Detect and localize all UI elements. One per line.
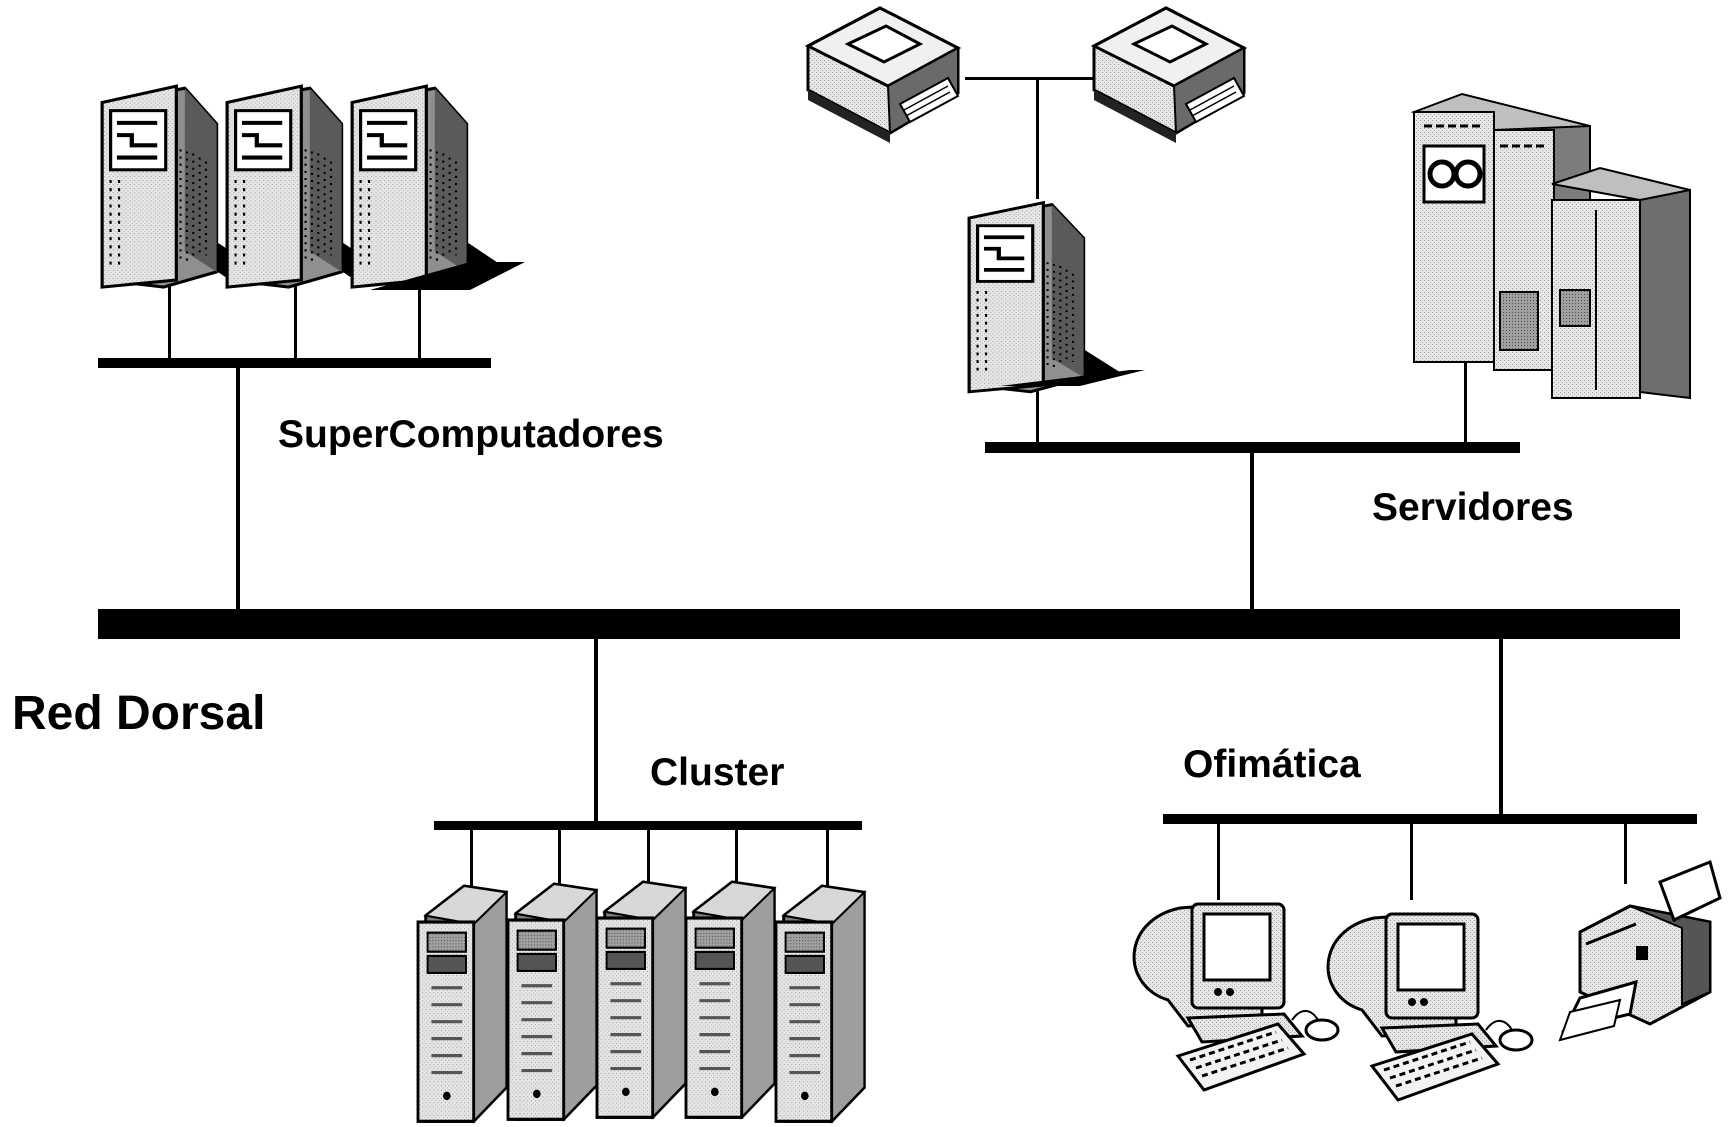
supercomputers-label: SuperComputadores	[278, 413, 664, 456]
cluster-drop	[594, 639, 598, 826]
cluster-node-icon	[506, 882, 598, 1121]
cluster-node-icon	[595, 880, 687, 1119]
office-group	[1132, 639, 1722, 1102]
cluster-node-icon	[684, 880, 776, 1119]
cluster-group	[416, 639, 866, 1123]
workstation-icon	[1132, 902, 1340, 1092]
cluster-label: Cluster	[650, 751, 785, 794]
supercomputer-icon	[352, 86, 504, 287]
mainframe-icon	[1410, 92, 1691, 400]
supercomputers-bus	[98, 358, 491, 368]
backbone-bus	[98, 609, 1680, 639]
supercomputers-group	[98, 86, 525, 610]
office-bus	[1163, 814, 1697, 824]
office-label: Ofimática	[1183, 743, 1361, 786]
server-icon	[969, 203, 1121, 392]
line-printer-icon	[806, 6, 960, 145]
inkjet-printer-icon	[1558, 860, 1722, 1042]
workstation-icon	[1326, 912, 1534, 1102]
backbone-label: Red Dorsal	[12, 687, 266, 740]
supercomputers-drop	[236, 368, 240, 610]
servers-bus	[985, 442, 1520, 453]
servers-drop	[1250, 453, 1254, 610]
line-printer-icon	[1092, 6, 1246, 145]
cluster-node-icon	[416, 884, 508, 1123]
cluster-bus	[434, 821, 862, 830]
office-drop	[1499, 639, 1503, 819]
servers-label: Servidores	[1372, 486, 1574, 529]
servers-group	[806, 6, 1691, 610]
cluster-node-icon	[774, 884, 866, 1123]
